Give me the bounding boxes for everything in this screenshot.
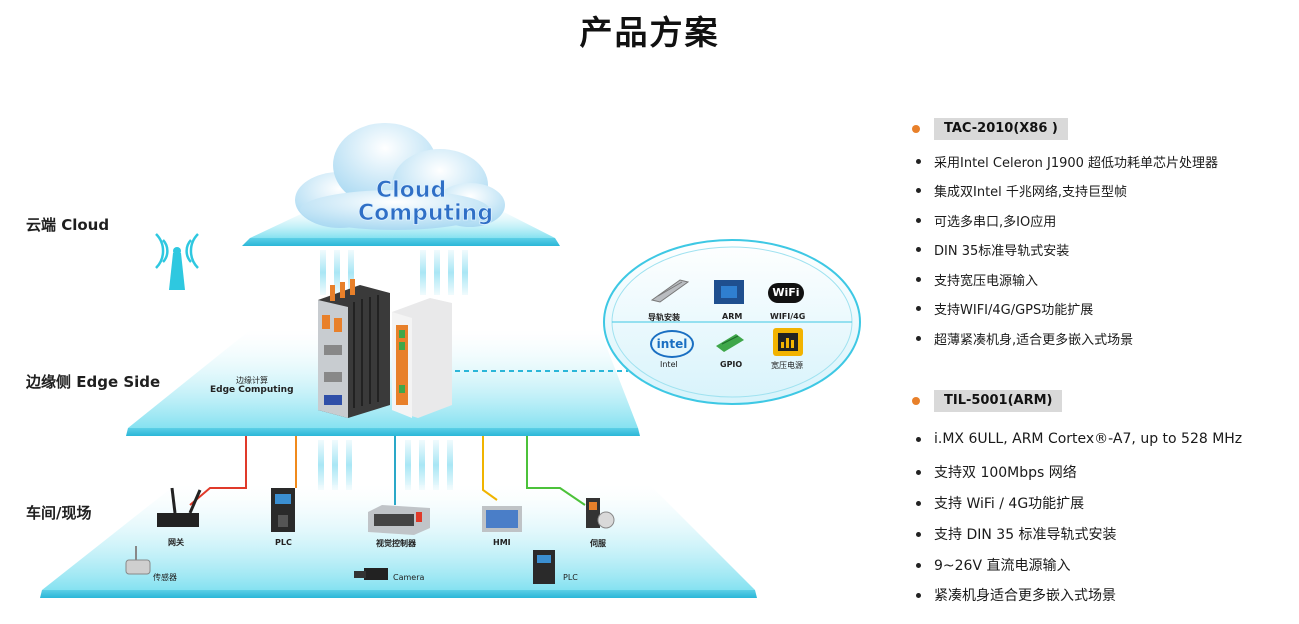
spec-item: 9~26V 直流电源输入 xyxy=(916,555,1070,575)
feature-intel: intel xyxy=(650,330,694,358)
tac-2010-device-icon xyxy=(318,279,390,418)
device-label-sensor: 传感器 xyxy=(153,573,177,582)
spec-item: 支持WIFI/4G/GPS功能扩展 xyxy=(916,299,1093,318)
power-supply-icon xyxy=(778,333,798,351)
feature-wifi: WiFi xyxy=(768,283,804,303)
spec-text: DIN 35标准导轨式安装 xyxy=(934,244,1070,259)
intel-logo-icon: intel xyxy=(656,337,688,351)
spec-text: i.MX 6ULL, ARM Cortex®-A7, up to 528 MHz xyxy=(934,431,1243,447)
feature-label-gpio: GPIO xyxy=(720,360,743,369)
bullet-icon xyxy=(916,306,921,311)
spec-item: 支持双 100Mbps 网络 xyxy=(916,462,1077,482)
bullet-icon xyxy=(916,562,921,568)
spec-item: 超薄紧凑机身,适合更多嵌入式场景 xyxy=(916,329,1133,348)
product-name: TAC-2010(X86 ) xyxy=(934,118,1068,140)
spec-item: 可选多串口,多IO应用 xyxy=(916,211,1056,230)
spec-item: 集成双Intel 千兆网络,支持巨型帧 xyxy=(916,181,1127,200)
field-wires xyxy=(189,436,586,506)
bullet-icon xyxy=(916,436,921,442)
spec-text: 支持宽压电源输入 xyxy=(934,274,1039,289)
spec-item: 支持 WiFi / 4G功能扩展 xyxy=(916,493,1084,513)
device-label-vision: 视觉控制器 xyxy=(376,539,416,548)
cloud-text-2: Computing xyxy=(358,201,493,226)
device-label-plc: PLC xyxy=(275,538,292,547)
spec-item: 采用Intel Celeron J1900 超低功耗单芯片处理器 xyxy=(916,152,1218,171)
cloud-text-1: Cloud xyxy=(376,178,446,203)
spec-item: 支持宽压电源输入 xyxy=(916,270,1038,289)
feature-gpio xyxy=(714,332,746,358)
feature-label-intel: Intel xyxy=(660,360,678,369)
product-specs-panel: TAC-2010(X86 ) 采用Intel Celeron J1900 超低功… xyxy=(912,0,1299,624)
sensor-icon xyxy=(125,546,151,575)
layer-label-cloud: 云端 Cloud xyxy=(26,216,110,234)
product-header-tac2010: TAC-2010(X86 ) xyxy=(912,117,1068,141)
data-beams-bottom xyxy=(318,440,453,490)
spec-item: 紧凑机身适合更多嵌入式场景 xyxy=(916,585,1116,605)
bullet-icon xyxy=(916,500,921,506)
gateway-router-icon xyxy=(157,487,202,527)
bullet-icon xyxy=(916,188,921,193)
feature-label-power: 宽压电源 xyxy=(771,361,803,370)
spec-text: 支持 WiFi / 4G功能扩展 xyxy=(934,496,1085,512)
device-label-servo: 伺服 xyxy=(590,539,606,548)
spec-text: 集成双Intel 千兆网络,支持巨型帧 xyxy=(934,185,1128,200)
edge-computing-cn: 边缘计算 xyxy=(236,376,268,385)
bullet-icon xyxy=(916,218,921,223)
camera-icon xyxy=(354,568,388,580)
architecture-diagram: Cloud Computing xyxy=(26,123,861,598)
device-label-hmi: HMI xyxy=(493,538,511,547)
bullet-icon xyxy=(916,336,921,341)
field-platform xyxy=(40,485,757,598)
bullet-icon xyxy=(916,592,921,598)
spec-item: i.MX 6ULL, ARM Cortex®-A7, up to 528 MHz xyxy=(916,431,1242,447)
cloud-computing-icon: Cloud Computing xyxy=(295,123,505,230)
spec-item: 支持 DIN 35 标准导轨式安装 xyxy=(916,524,1117,544)
product-header-til5001: TIL-5001(ARM) xyxy=(912,389,1063,413)
device-label-plc-2: PLC xyxy=(563,573,578,582)
din-rail-icon xyxy=(650,279,690,303)
bullet-icon xyxy=(916,247,921,252)
bullet-icon xyxy=(916,531,921,537)
feature-din-rail xyxy=(648,276,692,322)
feature-label-wifi: WIFI/4G xyxy=(770,312,806,321)
hmi-panel-icon xyxy=(482,506,522,532)
gpio-board-icon xyxy=(716,334,744,352)
bullet-icon xyxy=(916,159,921,164)
device-label-camera: Camera xyxy=(393,573,425,582)
feature-label-arm: ARM xyxy=(722,312,743,321)
feature-power xyxy=(773,328,803,356)
feature-label-din: 导轨安装 xyxy=(648,313,680,322)
spec-text: 支持双 100Mbps 网络 xyxy=(934,465,1077,481)
features-oval xyxy=(603,239,861,405)
page-title: 产品方案 xyxy=(579,13,720,52)
spec-text: 紧凑机身适合更多嵌入式场景 xyxy=(934,588,1116,604)
edge-computing-en: Edge Computing xyxy=(210,385,294,395)
arm-chip-icon xyxy=(714,280,744,304)
spec-text: 9~26V 直流电源输入 xyxy=(934,558,1071,574)
spec-text: 支持WIFI/4G/GPS功能扩展 xyxy=(934,303,1094,318)
spec-text: 超薄紧凑机身,适合更多嵌入式场景 xyxy=(934,333,1134,348)
diagram-graphics: Cloud Computing xyxy=(40,123,861,598)
bullet-dot-icon xyxy=(912,397,920,405)
spec-text: 支持 DIN 35 标准导轨式安装 xyxy=(934,527,1117,543)
device-label-gateway: 网关 xyxy=(168,538,184,547)
plc-icon-2 xyxy=(533,550,555,584)
layer-label-field: 车间/现场 xyxy=(26,504,92,522)
wireless-antenna-icon xyxy=(155,233,199,290)
spec-text: 可选多串口,多IO应用 xyxy=(934,215,1057,230)
vision-controller-icon xyxy=(368,505,430,535)
spec-item: DIN 35标准导轨式安装 xyxy=(916,240,1069,259)
spec-text: 采用Intel Celeron J1900 超低功耗单芯片处理器 xyxy=(934,156,1219,171)
plc-icon xyxy=(271,488,295,532)
bullet-icon xyxy=(916,277,921,282)
layer-label-edge: 边缘侧 Edge Side xyxy=(26,373,161,391)
wifi-logo-icon: WiFi xyxy=(772,286,800,299)
servo-drive-icon xyxy=(586,498,615,529)
bullet-dot-icon xyxy=(912,125,920,133)
feature-arm xyxy=(712,278,746,310)
product-name: TIL-5001(ARM) xyxy=(934,390,1063,412)
bullet-icon xyxy=(916,469,921,475)
data-beams-top xyxy=(320,250,468,295)
til-5001-device-icon xyxy=(392,298,452,418)
